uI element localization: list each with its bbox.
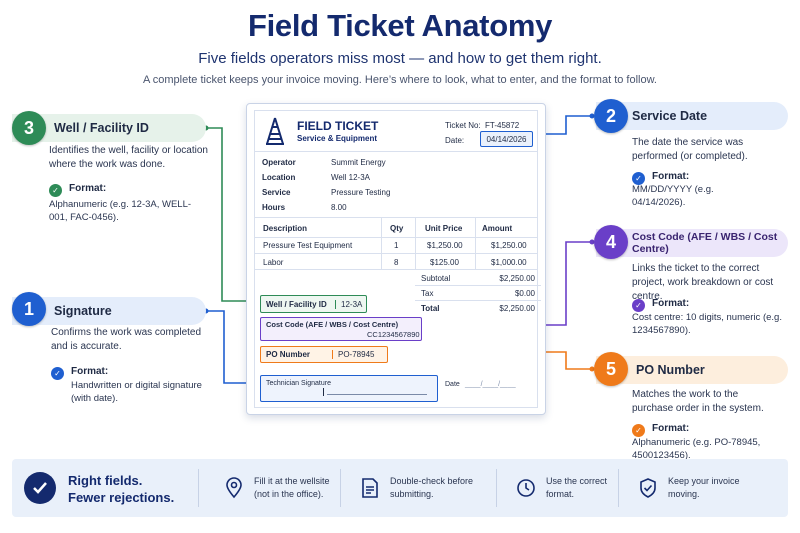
- callout-signature-badge: 1: [12, 292, 46, 326]
- callout-service-date: Service Date: [596, 102, 788, 130]
- check-icon: ✓: [632, 172, 645, 185]
- footer-tip: Fill it at the wellsite(not in the offic…: [224, 459, 330, 517]
- page-intro: A complete ticket keeps your invoice mov…: [142, 74, 657, 86]
- clock-icon: [517, 479, 535, 497]
- totals-row: Total$2,250.00: [421, 304, 535, 313]
- column-qty: Qty: [390, 224, 404, 233]
- callout-service-date-badge: 2: [594, 99, 628, 133]
- callout-po-number-description: Matches the work to the purchase order i…: [632, 389, 764, 414]
- footer-headline-2: Fewer rejections.: [68, 490, 175, 505]
- text-cursor: [323, 388, 324, 396]
- ticket-date-label: Date:: [445, 136, 465, 145]
- callout-po-number-title: PO Number: [596, 356, 788, 384]
- oil-derrick-icon: [266, 117, 284, 145]
- column-amount: Amount: [482, 224, 513, 233]
- well-facility-field[interactable]: Well / Facility ID 12-3A: [260, 295, 367, 313]
- callout-signature-format: Handwritten or digital signature (with d…: [71, 380, 202, 404]
- column-unit-price: Unit Price: [425, 224, 463, 233]
- ticket-no: FT-45872: [485, 121, 520, 130]
- ticket-title: FIELD TICKET: [297, 119, 379, 133]
- callout-cost-code-format: Cost centre: 10 digits, numeric (e.g. 12…: [632, 312, 782, 336]
- totals-row: Subtotal$2,250.00: [415, 271, 541, 286]
- callout-cost-code-badge: 4: [594, 225, 628, 259]
- callout-cost-code-format-label: Format:: [652, 298, 690, 309]
- check-icon: ✓: [49, 184, 62, 197]
- document-icon: [362, 478, 378, 498]
- signature-date-label: Date: [445, 381, 460, 388]
- callout-po-number-format-label: Format:: [652, 423, 690, 434]
- callout-well-format-label: Format:: [69, 183, 107, 194]
- ticket-date-field[interactable]: 04/14/2026: [480, 131, 533, 147]
- page-subtitle: Five fields operators miss most — and ho…: [198, 50, 602, 67]
- po-number-field[interactable]: PO Number PO-78945: [260, 346, 388, 363]
- shield-check-icon: [640, 478, 656, 498]
- totals-row: Tax$0.00: [415, 286, 541, 301]
- check-icon: ✓: [632, 424, 645, 437]
- signature-field[interactable]: Technician Signature: [260, 375, 438, 402]
- cost-code-field[interactable]: Cost Code (AFE / WBS / Cost Centre) CC12…: [260, 317, 422, 341]
- location-pin-icon: [226, 477, 242, 499]
- footer-banner: Right fields. Fewer rejections. Fill it …: [12, 459, 788, 517]
- callout-well-badge: 3: [12, 111, 46, 145]
- callout-service-date-title: Service Date: [596, 102, 788, 130]
- callout-po-number: PO Number: [596, 356, 788, 384]
- field-ticket: FIELD TICKET Service & Equipment Ticket …: [246, 103, 546, 415]
- callout-cost-code: Cost Code (AFE / WBS / Cost Centre): [596, 229, 788, 257]
- table-row: Pressure Test Equipment 1 $1,250.00 $1,2…: [263, 241, 527, 250]
- page-title: Field Ticket Anatomy: [247, 8, 553, 43]
- signature-date-blank[interactable]: ____/____/____: [465, 381, 516, 388]
- callout-po-number-badge: 5: [594, 352, 628, 386]
- callout-service-date-format: MM/DD/YYYY (e.g. 04/14/2026).: [632, 184, 714, 208]
- ticket-totals: Subtotal$2,250.00 Tax$0.00 Total$2,250.0…: [415, 271, 541, 316]
- callout-well-description: Identifies the well, facility or locatio…: [49, 145, 208, 170]
- callout-service-date-format-label: Format:: [652, 171, 690, 182]
- footer-headline-1: Right fields.: [68, 473, 143, 488]
- callout-well-format: Alphanumeric (e.g. 12-3A, WELL-001, FAC-…: [49, 199, 192, 223]
- check-icon: ✓: [51, 367, 64, 380]
- callout-po-number-format: Alphanumeric (e.g. PO-78945, 4500123456)…: [632, 437, 761, 461]
- checkmark-icon: [24, 472, 56, 504]
- callout-cost-code-description: Links the ticket to the correct project,…: [632, 263, 774, 302]
- table-row: Labor 8 $125.00 $1,000.00: [263, 258, 527, 267]
- callout-signature-format-label: Format:: [71, 366, 109, 377]
- check-icon: ✓: [632, 299, 645, 312]
- callout-service-date-description: The date the service was performed (or c…: [632, 137, 748, 162]
- callout-cost-code-title: Cost Code (AFE / WBS / Cost Centre): [596, 229, 788, 257]
- column-description: Description: [263, 224, 308, 233]
- ticket-subtitle: Service & Equipment: [297, 134, 378, 143]
- callout-signature-description: Confirms the work was completed and is a…: [51, 327, 202, 352]
- ticket-no-label: Ticket No:: [445, 121, 481, 130]
